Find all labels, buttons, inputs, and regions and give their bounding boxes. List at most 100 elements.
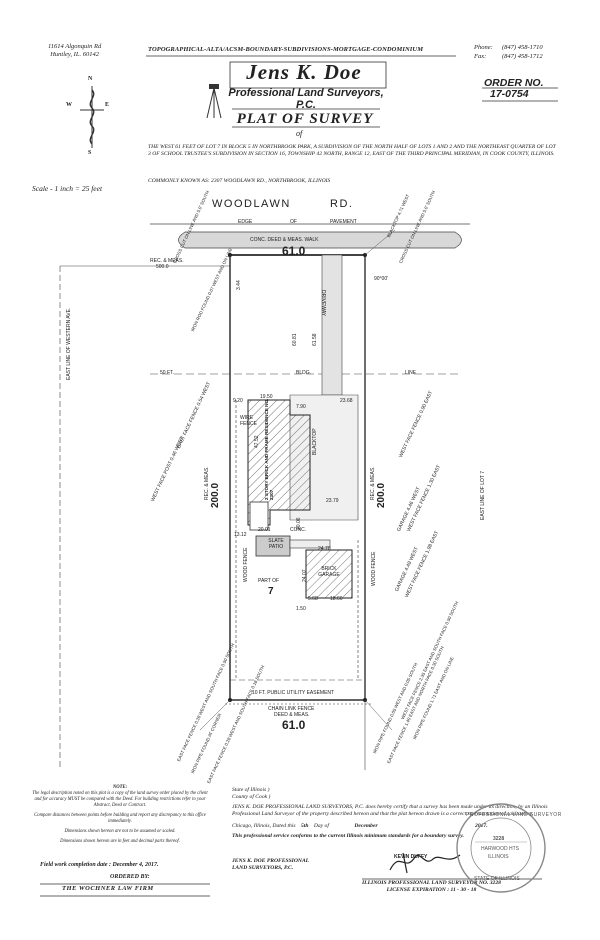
- dim-60-81: 60.81: [292, 333, 298, 346]
- dim-5-68: 5.68: [308, 596, 318, 602]
- cert-dated-prefix: Chicago, Illinois, Dated this: [232, 823, 296, 829]
- dim-7-90: 7.90: [296, 404, 306, 410]
- rear-dimension: 61.0: [282, 718, 306, 732]
- certifying-company: JENS K. DOE PROFESSIONAL LAND SURVEYORS,…: [232, 858, 309, 872]
- of-word: of: [296, 129, 303, 138]
- cert-dated-line: Chicago, Illinois, Dated this 5th Day of…: [232, 823, 562, 830]
- dim-9-20: 9.20: [233, 398, 243, 404]
- order-label: ORDER NO.: [484, 77, 544, 89]
- line-label: LINE: [405, 370, 417, 376]
- commonly-known-as: COMMONLY KNOWN AS: 2307 WOODLAWN RD., NO…: [148, 178, 331, 184]
- seal-state: ILLINOIS: [488, 854, 509, 860]
- house-label: 2 STORY BRICK AND FRAME RESIDENCE NO. 23…: [264, 398, 274, 500]
- order-underline: [482, 87, 558, 89]
- dim-19-50: 19.50: [260, 394, 273, 400]
- field-work-date: Field work completion date : December 4,…: [40, 862, 159, 868]
- document-title: PLAT OF SURVEY: [236, 111, 374, 127]
- wire-fence-label: WIRE FENCE: [240, 415, 257, 427]
- seal-ring-top: PROFESSIONAL LAND SURVEYOR: [466, 812, 562, 818]
- ordering-firm: THE WOCHNER LAW FIRM: [62, 885, 154, 892]
- notes-heading: NOTE:: [112, 785, 128, 790]
- street-name-right: RD.: [330, 198, 354, 210]
- pavement-label: PAVEMENT: [330, 219, 357, 225]
- address-line-2: Huntley, IL. 60142: [50, 51, 99, 58]
- order-underline-2: [482, 100, 558, 102]
- services-underline: [146, 55, 456, 57]
- wood-fence-east-label: WOOD FENCE: [371, 551, 377, 586]
- note-2: Compare distances between points before …: [34, 813, 206, 824]
- license-block: ILLINOIS PROFESSIONAL LAND SURVEYOR NO. …: [362, 880, 501, 894]
- dim-23-68: 23.68: [340, 398, 353, 404]
- easement-label: 10 FT. PUBLIC UTILITY EASEMENT: [251, 690, 335, 696]
- firm-rule-2: [40, 895, 210, 897]
- firm-rule: [40, 883, 210, 885]
- compass-north: N: [88, 76, 93, 82]
- signature: [389, 852, 461, 874]
- plat-title-frame: [232, 108, 380, 128]
- dim-24-07: 24.07: [302, 569, 308, 582]
- surveyor-address: 11614 Algonquin Rd Huntley, IL. 60142: [48, 43, 101, 59]
- lot-number: 7: [268, 586, 274, 597]
- fax-label: Fax:: [474, 53, 487, 60]
- order-number: 17-0754: [490, 88, 529, 100]
- dim-24-70: 24.70: [318, 546, 331, 552]
- tripod-logo-icon: [206, 84, 222, 119]
- patio-label: SLATE PATIO: [268, 538, 284, 550]
- note-1: The legal description noted on this plat…: [32, 791, 208, 808]
- fax-number: (847) 458-1712: [502, 53, 543, 60]
- west-dimension: 200.0: [210, 482, 221, 508]
- cert-day: 5th: [300, 823, 309, 829]
- cert-month: December: [354, 823, 378, 829]
- angle-label: 90°00': [374, 276, 389, 282]
- license-line: ILLINOIS PROFESSIONAL LAND SURVEYOR NO. …: [362, 880, 501, 886]
- cert-day-of: Day of: [313, 823, 329, 829]
- surveyor-seal-icon: [456, 803, 546, 893]
- phone-number: (847) 458-1710: [502, 44, 543, 51]
- dim-47-52: 47.52: [254, 435, 260, 448]
- pavement-of-label: OF: [290, 219, 297, 225]
- title-frame: [229, 61, 387, 89]
- dim-20-06: 20.06: [296, 517, 302, 530]
- rec-meas-label: REC. & MEAS.: [150, 258, 184, 264]
- compass-east: E: [105, 102, 110, 108]
- setback-label: 50 FT.: [160, 370, 174, 376]
- dim-3-44: 3.44: [236, 280, 242, 290]
- scale-note: Scale - 1 inch = 25 feet: [32, 184, 103, 193]
- bldg-label: BLDG.: [296, 370, 312, 376]
- part-of-label: PART OF: [258, 578, 280, 584]
- legal-description: THE WEST 61 FEET OF LOT 7 IN BLOCK 5 IN …: [148, 144, 556, 158]
- signature-rule: [362, 878, 542, 880]
- dim-18-66: 18.66: [330, 596, 343, 602]
- cert-state: State of Illinois ): [232, 787, 270, 793]
- company-name: Professional Land Surveyors, P.C.: [228, 87, 384, 111]
- brick-garage: [305, 549, 353, 599]
- seal-town: HARWOOD HTS: [481, 846, 519, 852]
- seal-ring-bottom: STATE OF ILLINOIS: [474, 876, 520, 882]
- sidewalk: [178, 231, 462, 249]
- leader-sw: [199, 699, 231, 731]
- blacktop-label: BLACKTOP: [312, 428, 318, 455]
- rear-deed-label: DEED & MEAS.: [274, 712, 310, 718]
- compass-west: W: [66, 102, 72, 108]
- concrete-walk: [289, 539, 331, 549]
- garage-label: BRICK GARAGE: [318, 566, 340, 578]
- porch: [249, 501, 269, 531]
- note-3: Dimensions shown hereon are not to be as…: [64, 829, 176, 834]
- leader-se: [364, 699, 393, 731]
- note-4: Dimensions shown hereon are in feet and …: [60, 839, 180, 844]
- dim-23-79: 23.79: [326, 498, 339, 504]
- north-arrow-icon: [80, 86, 104, 148]
- western-ave-label: EAST LINE OF WESTERN AVE.: [66, 307, 72, 380]
- rec-meas-value: 500.0: [156, 264, 169, 270]
- cert-county: County of Cook ): [232, 794, 271, 800]
- front-dimension: 61.0: [282, 244, 306, 258]
- certificate-block: State of Illinois ) County of Cook ) JEN…: [232, 787, 562, 840]
- east-dimension-label: REC. & MEAS.: [370, 466, 376, 500]
- phone-label: Phone:: [474, 44, 493, 51]
- rear-fence-label: CHAIN LINK FENCE: [268, 706, 315, 712]
- corner-nw-marker: [228, 253, 232, 257]
- ordered-by-label: ORDERED BY:: [110, 874, 150, 880]
- surveyor-print-name: KEVIN DUFFY: [394, 854, 428, 860]
- leader-ne: [364, 229, 396, 256]
- conc-label: CONC.: [290, 527, 307, 533]
